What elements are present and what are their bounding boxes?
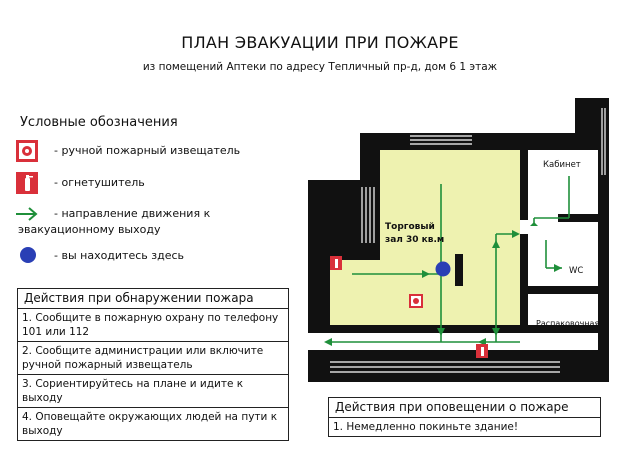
hall-lower-area bbox=[330, 260, 520, 325]
walls bbox=[308, 98, 609, 382]
fire-step-3: 3. Сориентируйтесь на плане и идите к вы… bbox=[18, 375, 288, 408]
fire-step-2: 2. Сообщите администрации или включите р… bbox=[18, 342, 288, 375]
page-subtitle: из помещений Аптеки по адресу Тепличный … bbox=[142, 61, 498, 73]
page-title: ПЛАН ЭВАКУАЦИИ ПРИ ПОЖАРЕ bbox=[181, 33, 459, 52]
fire-step-4: 4. Оповещайте окружающих людей на пути к… bbox=[22, 411, 278, 437]
green-arrow-icon bbox=[16, 207, 38, 221]
fire-actions-title: Действия при обнаружении пожара bbox=[18, 289, 288, 309]
alert-actions-title: Действия при оповещении о пожаре bbox=[329, 398, 600, 418]
fire-actions-box: Действия при обнаружении пожара 1. Сообщ… bbox=[17, 288, 289, 441]
room-wc bbox=[544, 222, 598, 286]
exit-door bbox=[308, 333, 320, 350]
you-are-here-dot bbox=[20, 247, 36, 263]
corridor bbox=[320, 333, 598, 350]
alert-actions-box: Действия при оповещении о пожаре 1. Неме… bbox=[328, 397, 601, 437]
legend-label-alarm: - ручной пожарный извещатель bbox=[54, 144, 241, 157]
fire-alarm-icon bbox=[16, 140, 38, 162]
counter bbox=[455, 254, 463, 286]
window-left bbox=[361, 187, 375, 243]
arrow-heads bbox=[324, 222, 562, 346]
legend-label-you-are-here: - вы находитесь здесь bbox=[54, 249, 185, 262]
legend-label-extinguisher: - огнетушитель bbox=[54, 176, 145, 189]
room-label-cabinet: Кабинет bbox=[543, 160, 581, 170]
room-label-unpacking: Распаковочная bbox=[536, 319, 599, 328]
doorway-cabinet bbox=[528, 214, 558, 222]
extinguisher-icon bbox=[476, 344, 488, 358]
alert-step-1: 1. Немедленно покиньте здание! bbox=[333, 421, 519, 433]
legend-label-arrow-2: эвакуационному выходу bbox=[18, 223, 161, 236]
hall-label-2: зал 30 кв.м bbox=[385, 235, 444, 245]
hall-label-1: Торговый bbox=[385, 222, 435, 232]
fire-alarm-icon bbox=[409, 294, 423, 308]
window-right bbox=[601, 108, 606, 175]
evacuation-routes bbox=[328, 176, 570, 343]
you-are-here-marker bbox=[435, 261, 451, 277]
window-top bbox=[410, 135, 472, 145]
room-unpacking bbox=[528, 294, 598, 325]
window-bottom bbox=[330, 361, 560, 373]
legend-label-arrow: - направление движения к bbox=[54, 207, 211, 220]
legend-title: Условные обозначения bbox=[20, 115, 178, 130]
fire-step-1: 1. Сообщите в пожарную охрану по телефон… bbox=[18, 309, 288, 342]
extinguisher-icon bbox=[330, 256, 342, 270]
extinguisher-icon bbox=[16, 172, 38, 194]
trading-hall bbox=[380, 150, 520, 325]
room-label-wc: WC bbox=[569, 266, 583, 276]
room-cabinet bbox=[528, 150, 598, 214]
